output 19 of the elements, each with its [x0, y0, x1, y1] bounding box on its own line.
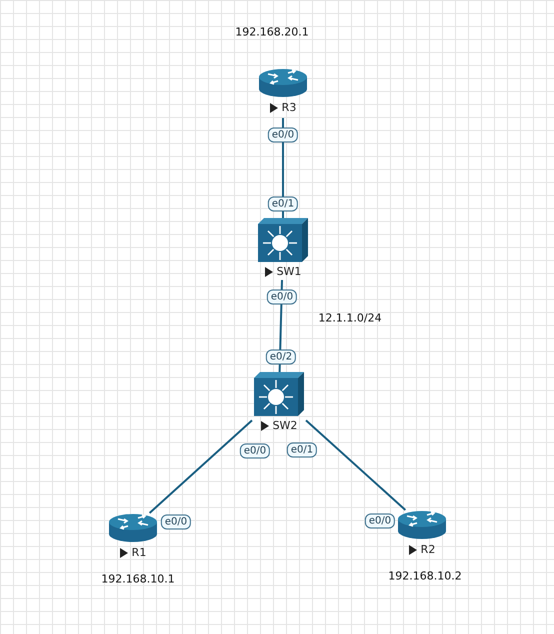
interface-tag: e0/0	[160, 514, 192, 530]
interface-tag: e0/0	[364, 514, 396, 528]
interface-tag: e0/1	[268, 196, 298, 212]
cable-line	[305, 420, 406, 511]
ip-address: 192.168.20.1	[235, 26, 309, 38]
interface-tag: e0/2	[266, 350, 296, 364]
device-name: R2	[420, 543, 436, 556]
device-name: R3	[282, 101, 296, 114]
interface-tag: e0/1	[286, 442, 318, 458]
cable-line	[148, 420, 253, 514]
device-name: R1	[132, 546, 146, 559]
ip-address: 192.168.10.1	[101, 572, 175, 586]
device-name: SW2	[272, 419, 298, 432]
interface-tag: e0/0	[268, 128, 298, 142]
subnet-label: 12.1.1.0/24	[318, 312, 382, 324]
interface-tag: e0/0	[240, 444, 270, 458]
ip-address: 192.168.10.2	[388, 570, 462, 582]
device-name: SW1	[276, 265, 302, 278]
interface-tag: e0/0	[266, 290, 298, 304]
